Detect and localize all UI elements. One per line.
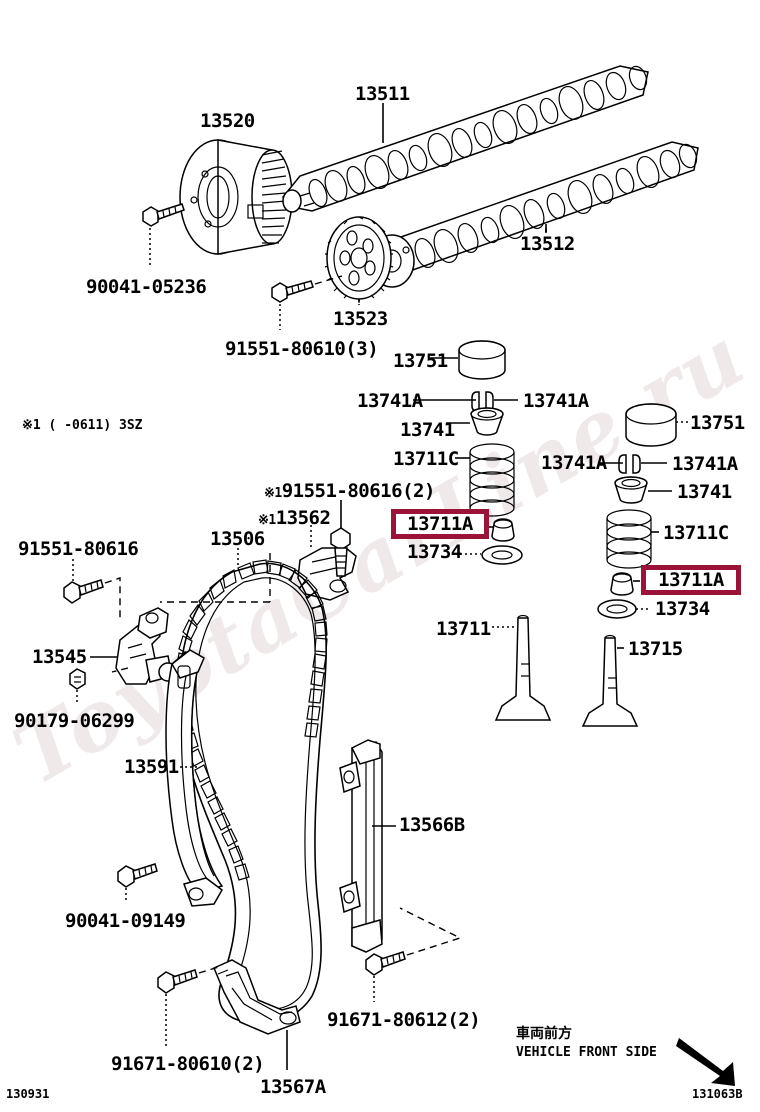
label-13506: 13506 [210, 528, 265, 550]
label-13566B: 13566B [399, 814, 465, 836]
label-13741A-left: 13741A [357, 390, 423, 412]
label-13523: 13523 [333, 308, 388, 330]
part-13566B-chain-guide [339, 739, 383, 953]
label-13520: 13520 [200, 110, 255, 132]
part-91551-80616-2-bolt [330, 500, 351, 577]
highlight-label-13711A-left: 13711A [407, 513, 473, 535]
part-13545-chain-tensioner [90, 607, 178, 685]
label-13741A-left2: 13741A [523, 390, 589, 412]
part-91671-80610-bolt [157, 965, 223, 1046]
part-13711A-valve-stem-seal-left [491, 518, 515, 542]
label-13741-right: 13741 [677, 481, 732, 503]
label-13711: 13711 [436, 618, 491, 640]
label-13511: 13511 [355, 83, 410, 105]
part-13520-vvt-actuator [179, 139, 293, 255]
part-13711A-valve-stem-seal-right [610, 572, 634, 596]
marked-label-91551-80616-2: ※191551-80616(2) [264, 482, 435, 501]
part-13511-camshaft [282, 65, 649, 213]
part-90041-09149-bolt [117, 863, 158, 903]
label-90041-09149: 90041-09149 [65, 910, 186, 932]
label-13711C-right: 13711C [663, 522, 729, 544]
part-13751-valve-lifter-left [458, 340, 506, 380]
part-13711C-valve-spring-right [606, 509, 652, 569]
label-13734-right: 13734 [655, 598, 710, 620]
asterisk-marker-2: ※1 [258, 513, 276, 528]
code-bottom-left: 130931 [6, 1087, 50, 1101]
code-bottom-right: 131063B [692, 1087, 743, 1101]
part-13567A-chain-damper [213, 959, 301, 1035]
label-13751-right: 13751 [690, 412, 745, 434]
part-91551-80616-bolt [63, 559, 121, 622]
part-90041-05236-bolt [142, 203, 185, 268]
label-13567A: 13567A [260, 1076, 326, 1098]
label-13741-left: 13741 [400, 419, 455, 441]
part-13711-intake-valve [494, 614, 552, 721]
label-13741A-right: 13741A [541, 452, 607, 474]
vehicle-front-side-en: VEHICLE FRONT SIDE [516, 1044, 657, 1060]
part-13734-spring-seat-right [597, 599, 637, 619]
highlight-label-13711A-right: 13711A [658, 569, 724, 591]
vehicle-front-side-marker: 車両前方 VEHICLE FRONT SIDE [516, 1025, 657, 1061]
label-13711C-left: 13711C [393, 448, 459, 470]
footnote-note: ※1 ( -0611) 3SZ [22, 418, 143, 433]
label-13751-left: 13751 [393, 350, 448, 372]
label-90179-06299: 90179-06299 [14, 710, 135, 732]
part-13751-valve-lifter-right [625, 403, 677, 447]
label-13734-left: 13734 [407, 541, 462, 563]
label-91551-80610: 91551-80610(3) [225, 338, 379, 360]
label-13741A-right2: 13741A [672, 453, 738, 475]
part-13734-spring-seat-left [481, 545, 523, 565]
part-13711C-valve-spring-left [469, 443, 515, 517]
label-13591: 13591 [124, 756, 179, 778]
part-13591-chain-guide [165, 649, 224, 907]
marked-label-text-1: 91551-80616(2) [281, 480, 436, 502]
part-91671-80612-bolt [365, 907, 462, 1002]
part-91551-80610-bolt [271, 275, 343, 330]
highlight-box-13711A-right[interactable]: 13711A [641, 565, 741, 595]
vehicle-front-side-jp: 車両前方 [516, 1026, 572, 1042]
label-13545: 13545 [32, 646, 87, 668]
label-90041-05236: 90041-05236 [86, 276, 207, 298]
part-13741-spring-retainer-right [614, 476, 648, 504]
part-90179-06299-nut [69, 668, 86, 702]
part-13715-exhaust-valve [581, 634, 639, 727]
part-13741A-keepers-right [618, 454, 641, 474]
label-91551-80616: 91551-80616 [18, 538, 139, 560]
highlight-box-13711A-left[interactable]: 13711A [391, 509, 489, 539]
vehicle-front-arrow-icon [676, 1038, 735, 1086]
asterisk-marker-1: ※1 [264, 486, 282, 501]
label-13512: 13512 [520, 233, 575, 255]
part-13506-timing-chain [175, 559, 328, 1024]
part-13523-timing-gear [324, 216, 394, 305]
marked-label-13562: ※113562 [258, 507, 331, 529]
part-13741-spring-retainer-left [470, 407, 504, 436]
label-13715: 13715 [628, 638, 683, 660]
marked-label-text-2: 13562 [275, 507, 331, 529]
label-91671-80610: 91671-80610(2) [111, 1053, 265, 1075]
label-91671-80612: 91671-80612(2) [327, 1009, 481, 1031]
